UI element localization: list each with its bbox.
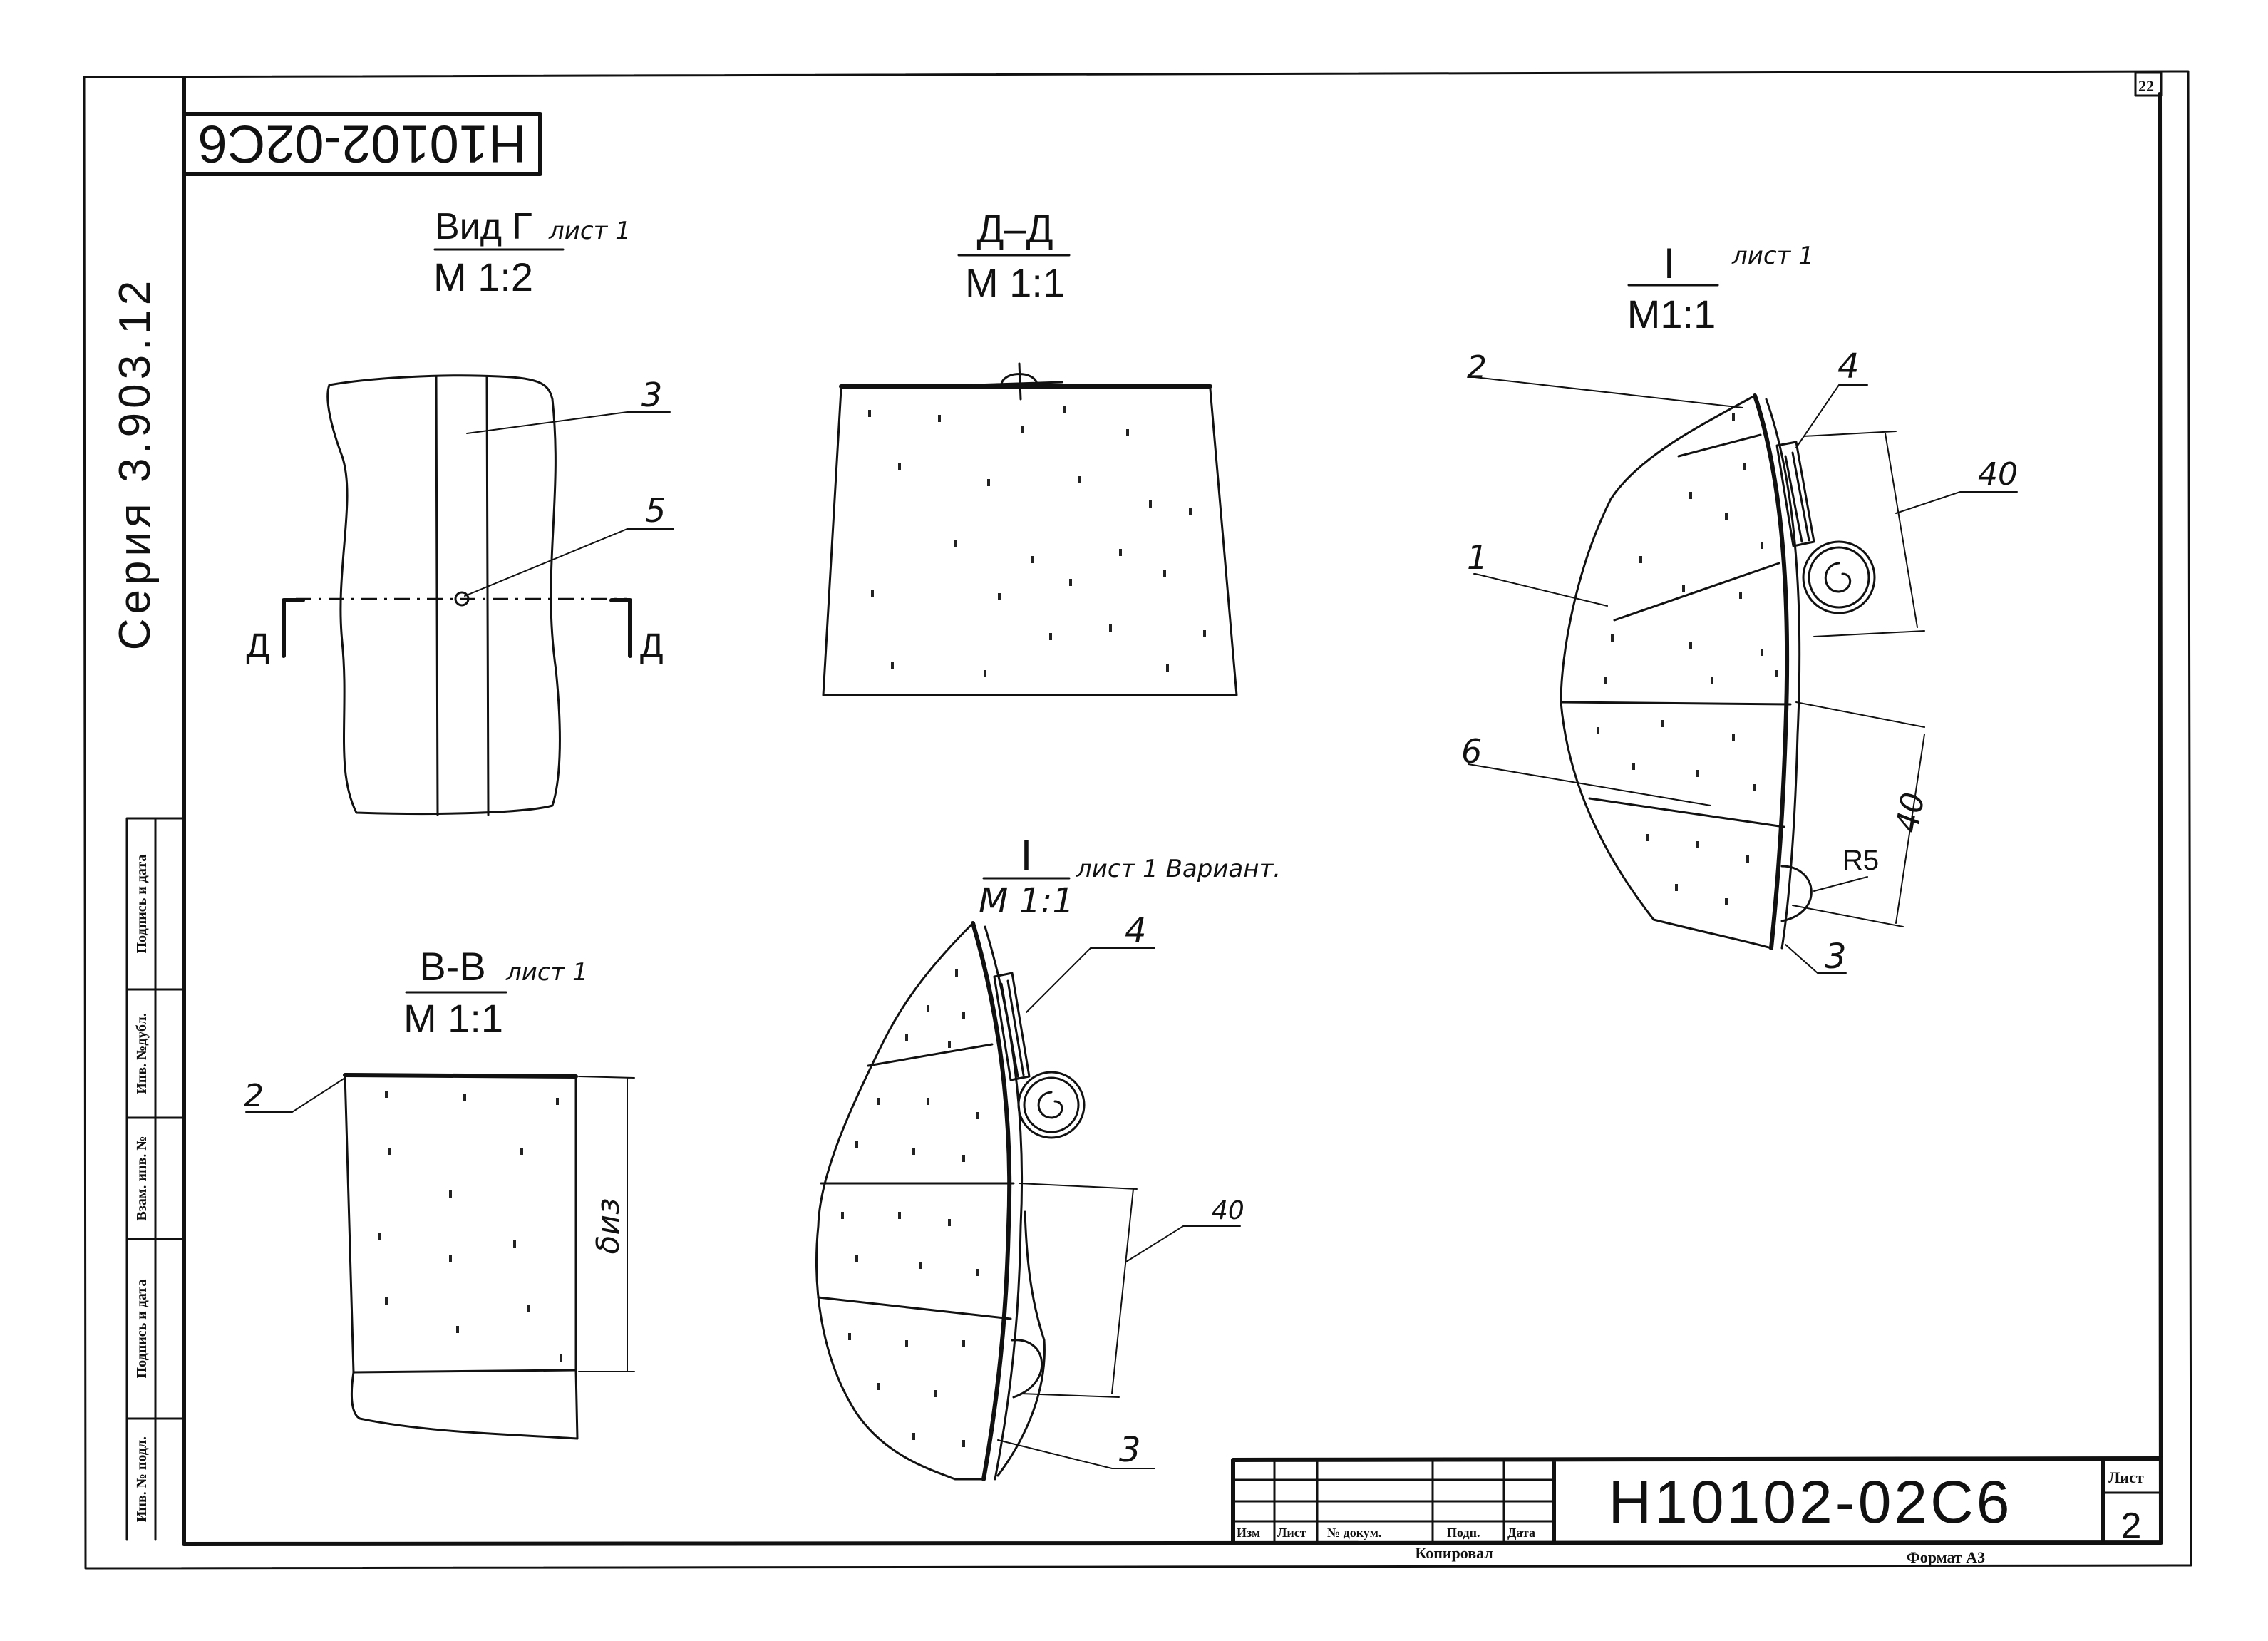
detail-i-callout-4: 4	[1837, 346, 1860, 386]
title-block	[1231, 1456, 2163, 1545]
sheet-number: 2	[2121, 1506, 2142, 1547]
view-g-title: Вид Г	[435, 206, 532, 247]
side-col-5: Подпись и дата	[134, 855, 150, 954]
title-header-sign: Подп.	[1447, 1526, 1480, 1540]
section-bb-dim: δиз	[590, 1198, 627, 1255]
detail-i-scale: М1:1	[1627, 292, 1716, 336]
section-dd: Д–Д М 1:1	[822, 206, 1238, 696]
view-g: Вид Г лист 1 М 1:2 Д Д 3 5	[246, 206, 674, 816]
sheet-label: Лист	[2108, 1468, 2144, 1486]
detail-i-variant-dim-40: 40	[1212, 1196, 1244, 1225]
detail-i-variant-sheet-ref: лист 1 Вариант.	[1076, 855, 1281, 883]
detail-i-dim-40-bottom: 40	[1890, 790, 1932, 835]
view-g-callout-5: 5	[645, 491, 666, 530]
detail-i-sheet-ref: лист 1	[1731, 242, 1814, 270]
section-dd-hatch	[868, 406, 1206, 677]
title-code: H10102-02C6	[1608, 1468, 2012, 1535]
series-label: Серия 3.903.12	[110, 277, 160, 651]
detail-i-callout-1: 1	[1467, 538, 1488, 577]
detail-i-dim-40-top: 40	[1978, 456, 2018, 493]
view-g-callout-3: 3	[641, 376, 662, 414]
side-col-2: Подпись и дата	[134, 1280, 150, 1379]
code-rotated-text: H10102-02C6	[198, 115, 527, 174]
title-header-izm: Изм	[1237, 1526, 1260, 1540]
section-mark-right: Д	[640, 627, 664, 665]
detail-i-dim-r5: R5	[1842, 845, 1879, 876]
detail-i-variant-callout-4: 4	[1125, 911, 1147, 951]
section-bb-callout-2: 2	[244, 1078, 264, 1114]
detail-i-variant-scale: М 1:1	[979, 881, 1074, 921]
section-bb-hatch	[378, 1091, 562, 1362]
detail-i-variant-callout-3: 3	[1119, 1430, 1141, 1470]
detail-i-hatch	[1597, 413, 1778, 905]
detail-i-variant: I лист 1 Вариант. М 1:1 40 4	[815, 831, 1281, 1481]
detail-i: I лист 1 М1:1 40 40	[1461, 240, 2018, 977]
view-g-sheet-ref: лист 1	[548, 217, 631, 245]
format-label: Формат А3	[1907, 1548, 1985, 1566]
detail-i-callout-6: 6	[1461, 732, 1482, 771]
section-bb-sheet-ref: лист 1	[505, 958, 588, 987]
side-col-1: Инв. № подл.	[134, 1436, 150, 1522]
side-stamp	[125, 817, 185, 1541]
detail-i-callout-3: 3	[1825, 937, 1847, 977]
side-col-4: Инв. №дубл.	[134, 1013, 150, 1094]
corner-number: 22	[2138, 77, 2154, 95]
title-header-doc: № докум.	[1327, 1526, 1381, 1540]
sheet-frame	[83, 70, 2192, 1570]
section-bb: В-В лист 1 М 1:1 δиз 2	[244, 944, 635, 1440]
detail-i-title: I	[1664, 240, 1676, 287]
view-g-scale: М 1:2	[433, 254, 533, 299]
section-bb-title: В-В	[419, 944, 485, 989]
section-mark-left: Д	[246, 627, 269, 665]
section-dd-title: Д–Д	[977, 206, 1053, 251]
detail-i-variant-title: I	[1021, 831, 1033, 879]
copied-by: Копировал	[1415, 1544, 1493, 1562]
side-col-3: Взам. инв. №	[134, 1136, 150, 1221]
detail-i-callout-2: 2	[1467, 349, 1487, 386]
section-bb-scale: М 1:1	[403, 996, 503, 1041]
section-dd-scale: М 1:1	[965, 260, 1065, 305]
title-header-list: Лист	[1277, 1526, 1306, 1540]
detail-i-variant-hatch	[841, 969, 979, 1447]
title-header-date: Дата	[1507, 1526, 1535, 1540]
code-stamp-rotated: H10102-02C6	[182, 112, 542, 176]
